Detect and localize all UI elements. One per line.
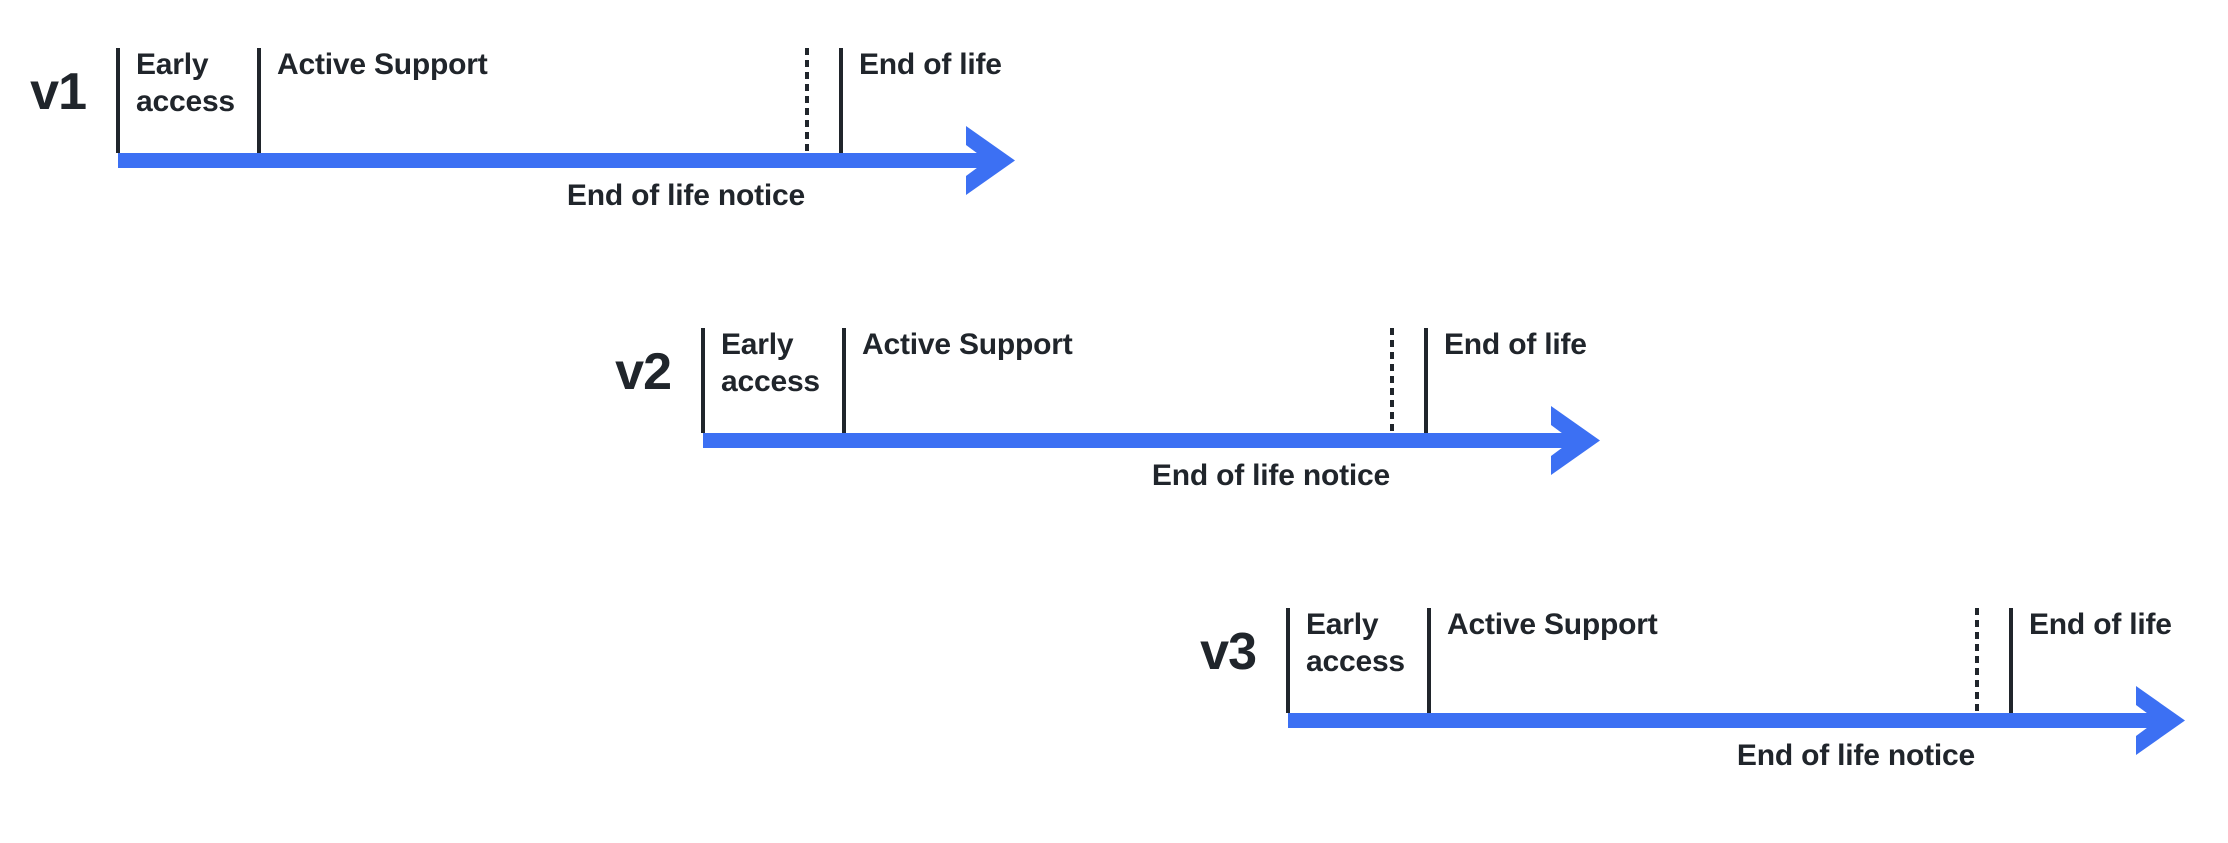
early-access-label: Early access — [136, 48, 235, 118]
timeline-v3: v3 Early access Active Support End of li… — [1200, 608, 2198, 843]
early-access-start-tick — [116, 48, 120, 153]
version-label: v1 — [30, 63, 87, 121]
eol-notice-dashed-line — [1975, 608, 1979, 713]
right-arrow-icon — [118, 126, 1015, 195]
end-of-life-notice-label: End of life notice — [1736, 739, 1975, 772]
right-arrow-icon — [703, 406, 1600, 475]
early-access-start-tick — [1286, 608, 1290, 713]
active-support-label: Active Support — [277, 48, 488, 81]
early-access-label: Early access — [1306, 608, 1405, 678]
version-label: v2 — [615, 343, 672, 401]
eol-notice-dashed-line — [805, 48, 809, 153]
end-of-life-notice-label: End of life notice — [1151, 459, 1390, 492]
eol-notice-dashed-line — [1390, 328, 1394, 433]
version-lifecycle-diagram: v1 Early access Active Support End of li… — [30, 48, 2185, 772]
early-access-label: Early access — [721, 328, 820, 398]
version-label: v3 — [1200, 623, 1257, 681]
timeline-v1: v1 Early access Active Support End of li… — [30, 48, 1028, 283]
active-support-start-tick — [842, 328, 846, 433]
end-of-life-label: End of life — [1444, 328, 1587, 361]
end-of-life-tick — [1424, 328, 1428, 433]
early-access-start-tick — [701, 328, 705, 433]
end-of-life-tick — [2009, 608, 2013, 713]
end-of-life-tick — [839, 48, 843, 153]
active-support-label: Active Support — [1447, 608, 1658, 641]
timeline-v2: v2 Early access Active Support End of li… — [615, 328, 1613, 563]
end-of-life-label: End of life — [2029, 608, 2172, 641]
active-support-start-tick — [1427, 608, 1431, 713]
active-support-label: Active Support — [862, 328, 1073, 361]
end-of-life-notice-label: End of life notice — [566, 179, 805, 212]
active-support-start-tick — [257, 48, 261, 153]
right-arrow-icon — [1288, 686, 2185, 755]
end-of-life-label: End of life — [859, 48, 1002, 81]
